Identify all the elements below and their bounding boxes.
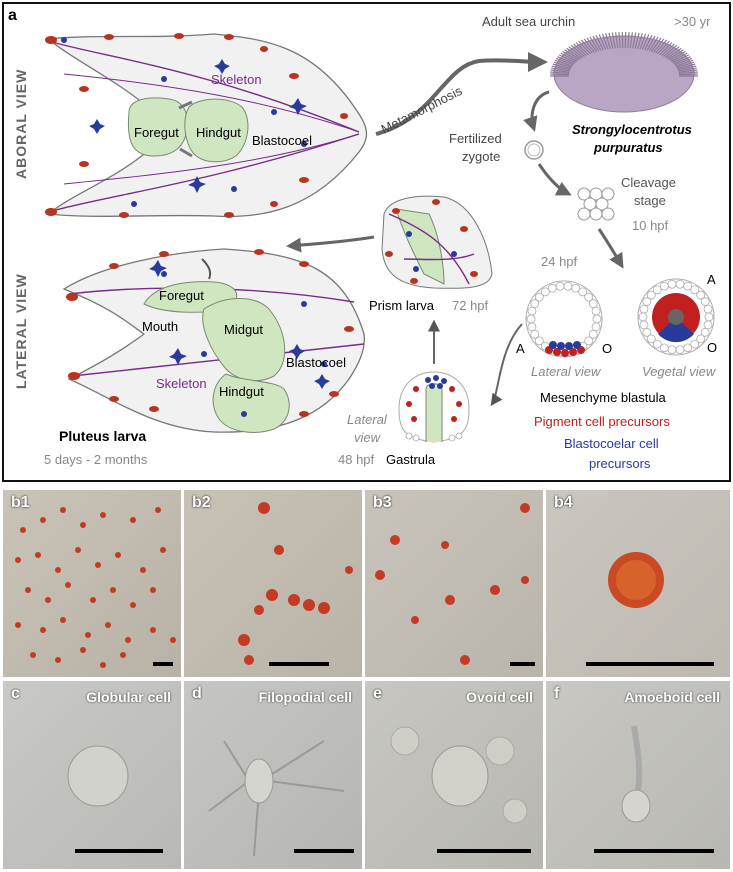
blastula-lateral: [525, 280, 603, 358]
prism-larva: [381, 195, 493, 289]
panel-f-label: f: [554, 685, 560, 702]
cleavage-icon: [577, 187, 615, 221]
panel-b4-scalebar: [586, 662, 714, 666]
panel-f-scalebar: [594, 849, 714, 853]
adult-age: >30 yr: [674, 14, 711, 29]
panel-d-image: [208, 740, 345, 857]
gastrula-name: Gastrula: [386, 452, 436, 467]
lateral-hindgut-label: Hindgut: [219, 384, 264, 399]
panel-f: f Amoeboid cell: [546, 681, 730, 869]
panel-b1-label: b1: [11, 494, 30, 511]
species-line2: purpuratus: [593, 140, 663, 155]
blastocoelar-line2: precursors: [589, 456, 651, 471]
panel-c-label: c: [11, 685, 20, 702]
panel-a-diagram: a ABORAL VIEW LATERAL VIEW: [8, 7, 717, 471]
cleavage-time: 10 hpf: [632, 218, 669, 233]
panel-b3-label: b3: [373, 494, 392, 511]
blastula-lateral-view: Lateral view: [531, 364, 602, 379]
panel-b1-image: [15, 507, 176, 668]
aboral-pluteus: Foregut Hindgut Blastocoel Skeleton: [45, 33, 368, 218]
aboral-blastocoel-label: Blastocoel: [252, 133, 312, 148]
species-line1: Strongylocentrotus: [572, 122, 692, 137]
prism-time: 72 hpf: [452, 298, 489, 313]
panel-b4: b4: [546, 490, 730, 677]
zygote-line2: zygote: [462, 149, 500, 164]
panel-b4-image: [608, 552, 664, 608]
panel-b1: b1: [3, 490, 181, 677]
panel-c-title: Globular cell: [86, 689, 171, 705]
blastula-a-right: A: [707, 272, 716, 287]
panel-e-scalebar: [437, 849, 531, 853]
panel-c-image: [67, 745, 129, 807]
blastula-o-right: O: [707, 340, 717, 355]
pluteus-name: Pluteus larva: [59, 428, 146, 444]
panel-a: a ABORAL VIEW LATERAL VIEW: [2, 2, 731, 482]
panel-b2-label: b2: [192, 494, 211, 511]
lateral-midgut-label: Midgut: [224, 322, 263, 337]
blastula-vegetal: [637, 278, 715, 356]
panel-e-title: Ovoid cell: [466, 689, 533, 705]
gastrula-view-line1: Lateral: [347, 412, 388, 427]
aboral-view-label: ABORAL VIEW: [13, 69, 29, 179]
panel-d-scalebar: [294, 849, 354, 853]
panel-f-image: [621, 725, 651, 823]
pigment-precursors-label: Pigment cell precursors: [534, 414, 670, 429]
cleavage-line2: stage: [634, 193, 666, 208]
blastula-vegetal-view: Vegetal view: [642, 364, 717, 379]
pluteus-age: 5 days - 2 months: [44, 452, 148, 467]
lateral-view-label: LATERAL VIEW: [13, 273, 29, 389]
aboral-foregut-label: Foregut: [134, 125, 179, 140]
metamorphosis-arrow: [375, 51, 548, 136]
panel-b2-image: [238, 502, 353, 665]
panel-b1-scalebar: [153, 662, 173, 666]
cleavage-line1: Cleavage: [621, 175, 676, 190]
blastula-time: 24 hpf: [541, 254, 578, 269]
lateral-pluteus: Foregut Mouth Midgut Hindgut Blastocoel …: [62, 248, 365, 433]
panel-d-title: Filopodial cell: [258, 689, 352, 705]
panel-c: c Globular cell: [3, 681, 181, 869]
gastrula-view-line2: view: [354, 430, 382, 445]
aboral-skeleton-label: Skeleton: [211, 72, 262, 87]
panel-d-label: d: [192, 685, 202, 702]
panel-e-label: e: [373, 685, 382, 702]
adult-title: Adult sea urchin: [482, 14, 575, 29]
panel-e-image: [390, 726, 528, 824]
aboral-hindgut-label: Hindgut: [196, 125, 241, 140]
panel-b4-label: b4: [554, 494, 573, 511]
gastrula: [398, 371, 470, 443]
panel-b3-scalebar: [510, 662, 535, 666]
lateral-blastocoel-label: Blastocoel: [286, 355, 346, 370]
gastrula-time: 48 hpf: [338, 452, 375, 467]
panel-f-title: Amoeboid cell: [624, 689, 720, 705]
blastocoelar-line1: Blastocoelar cell: [564, 436, 659, 451]
metamorphosis-label: Metamorphosis: [379, 83, 465, 137]
blastula-name: Mesenchyme blastula: [540, 390, 666, 405]
zygote-line1: Fertilized: [449, 131, 502, 146]
lateral-foregut-label: Foregut: [159, 288, 204, 303]
panel-e: e Ovoid cell: [365, 681, 543, 869]
panel-b2-scalebar: [269, 662, 329, 666]
panel-d: d Filopodial cell: [184, 681, 362, 869]
panel-b3: b3: [365, 490, 543, 677]
panel-b2: b2: [184, 490, 362, 677]
mouth-label: Mouth: [142, 319, 178, 334]
panel-b3-image: [375, 503, 530, 665]
panel-a-label: a: [8, 7, 17, 24]
blastula-a-left: A: [516, 341, 525, 356]
lateral-skeleton-label: Skeleton: [156, 376, 207, 391]
prism-name: Prism larva: [369, 298, 435, 313]
blastula-o-left: O: [602, 341, 612, 356]
sea-urchin: [550, 31, 698, 113]
panel-c-scalebar: [75, 849, 163, 853]
